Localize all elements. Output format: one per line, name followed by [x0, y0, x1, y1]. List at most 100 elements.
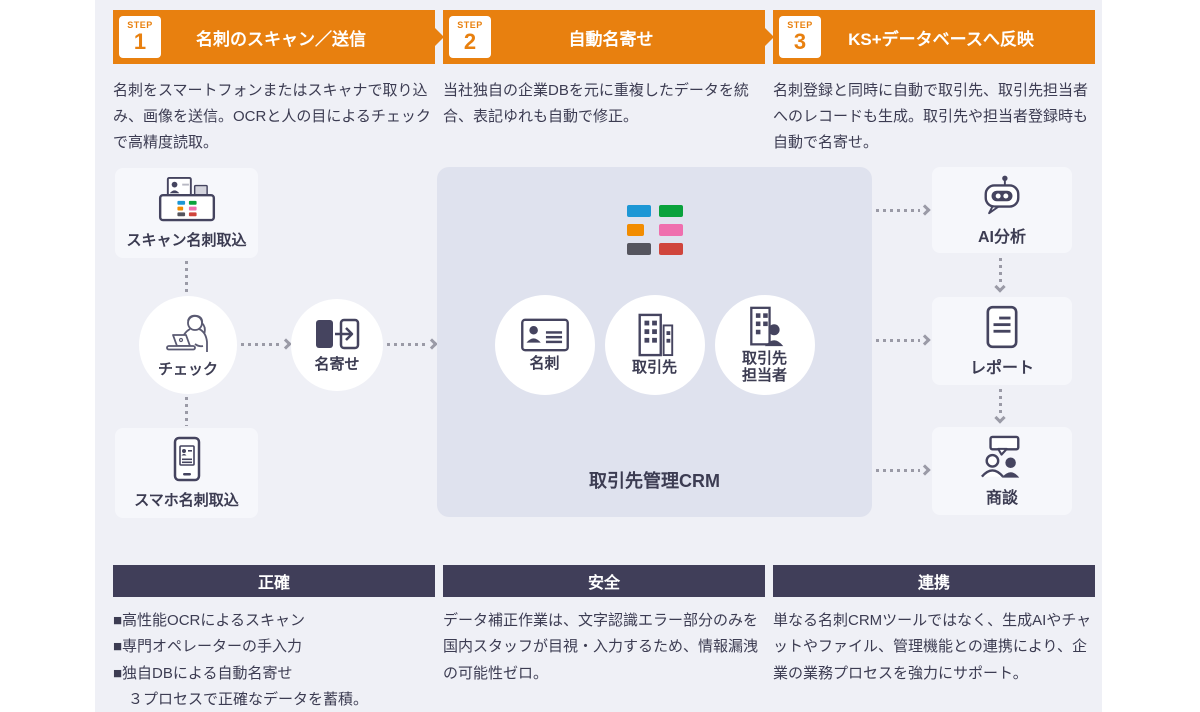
merge-icon: [316, 318, 360, 349]
step-badge-number: 1: [133, 29, 147, 54]
arrow-crm-to-ai: [876, 204, 931, 217]
logo-block-pink: [658, 224, 683, 236]
logo-block-green: [658, 205, 683, 217]
dashed-line: [876, 339, 920, 342]
logo-block-gray: [626, 243, 651, 255]
arrowhead-right-icon: [919, 204, 931, 216]
feature-accuracy: 正確 ■高性能OCRによるスキャン ■専門オペレーターの手入力 ■独自DBによる…: [113, 565, 435, 712]
dashed-line: [876, 209, 920, 212]
output-meeting: 商談: [932, 427, 1072, 515]
merge-label: 名寄せ: [314, 355, 360, 373]
output-label: 商談: [985, 489, 1018, 507]
entity-label: 名刺: [529, 355, 560, 373]
arrow-report-to-meeting: [994, 389, 1007, 424]
feature-bullet: ■独自DBによる自動名寄せ: [113, 664, 293, 682]
feature-integration: 連携 単なる名刺CRMツールではなく、生成AIやチャットやファイル、管理機能との…: [773, 565, 1095, 712]
check-label: チェック: [157, 360, 218, 378]
meeting-icon: [981, 435, 1020, 478]
report-icon: [986, 305, 1018, 348]
arrow-crm-to-report: [876, 334, 931, 347]
entity-account-contact: 取引先 担当者: [714, 295, 815, 395]
robot-icon: [984, 175, 1020, 214]
feature-integration-header: 連携: [773, 565, 1095, 597]
output-ai-analysis: AI分析: [932, 167, 1072, 253]
dashed-line: [876, 469, 920, 472]
feature-safety-header: 安全: [443, 565, 765, 597]
logo-block-red: [658, 243, 683, 255]
business-card-icon: [520, 318, 569, 352]
connector-scan-to-check: [185, 261, 188, 293]
scan-intake-card: スキャン名刺取込: [115, 168, 258, 258]
step-badge-word: STEP: [127, 20, 153, 30]
entity-label: 取引先 担当者: [741, 349, 787, 384]
crm-entity-circles: 名刺: [437, 295, 872, 395]
arrow-ai-to-report: [994, 258, 1007, 293]
dashed-line: [999, 258, 1002, 282]
logo-block-orange: [626, 224, 644, 236]
logo-right-column: [658, 205, 683, 255]
step-2-title: 自動名寄せ: [568, 29, 654, 49]
arrowhead-down-icon: [994, 412, 1006, 424]
arrowhead-down-icon: [994, 281, 1006, 293]
entity-label: 取引先: [631, 359, 677, 377]
entity-account: 取引先: [604, 295, 705, 395]
arrowhead-right-icon: [919, 464, 931, 476]
step-2-description: 当社独自の企業DBを元に重複したデータを統合、表記ゆれも自動で修正。: [443, 82, 749, 125]
feature-bullet: ■高性能OCRによるスキャン: [113, 612, 305, 629]
output-label: AI分析: [977, 228, 1026, 246]
content-panel: STEP 1 名刺のスキャン／送信 名刺をスマートフォンまたはスキャナで取り込み…: [95, 0, 1102, 712]
feature-bullet: ■専門オペレーターの手入力: [113, 638, 303, 656]
feature-integration-body: 単なる名刺CRMツールではなく、生成AIやチャットやファイル、管理機能との連携に…: [773, 612, 1092, 682]
output-label: レポート: [969, 359, 1034, 377]
step-badge-number: 3: [793, 29, 807, 54]
step-1-header: STEP 1 名刺のスキャン／送信: [113, 10, 444, 64]
merge-circle: 名寄せ: [291, 299, 383, 391]
flow-diagram: スキャン名刺取込 チェック: [95, 0, 1102, 712]
step-badge-word: STEP: [457, 20, 483, 30]
arrow-merge-to-crm: [387, 338, 438, 351]
logo-left-column: [626, 205, 651, 255]
building-person-icon: [749, 306, 783, 346]
crm-title: 取引先管理CRM: [589, 471, 720, 491]
connector-check-to-phone: [185, 397, 188, 426]
step-column-2: STEP 2 自動名寄せ 当社独自の企業DBを元に重複したデータを統合、表記ゆれ…: [443, 10, 774, 155]
feature-accuracy-header: 正確: [113, 565, 435, 597]
crm-panel: 名刺: [437, 167, 872, 517]
step-column-1: STEP 1 名刺のスキャン／送信 名刺をスマートフォンまたはスキャナで取り込み…: [113, 10, 444, 155]
ks-logo: [626, 205, 683, 255]
step-3-description: 名刺登録と同時に自動で取引先、取引先担当者へのレコードも生成。取引先や担当者登録…: [773, 82, 1089, 151]
building-icon: [638, 313, 673, 357]
step-badge-number: 2: [463, 29, 477, 54]
arrowhead-right-icon: [919, 334, 931, 346]
arrow-check-to-merge: [241, 338, 292, 351]
step-3-title: KS+データベースへ反映: [848, 29, 1034, 49]
arrowhead-right-icon: [280, 338, 292, 350]
feature-safety: 安全 データ補正作業は、文字認識エラー部分のみを国内スタッフが目視・入力するため…: [443, 565, 765, 712]
step-1-description: 名刺をスマートフォンまたはスキャナで取り込み、画像を送信。OCRと人の目によるチ…: [113, 82, 431, 151]
feature-note: ３プロセスで正確なデータを蓄積。: [128, 690, 369, 708]
step-3-header: STEP 3 KS+データベースへ反映: [773, 10, 1095, 64]
step-2-badge: STEP 2: [449, 16, 491, 58]
output-report: レポート: [932, 297, 1072, 385]
steps-row: STEP 1 名刺のスキャン／送信 名刺をスマートフォンまたはスキャナで取り込み…: [113, 10, 1095, 155]
step-column-3: STEP 3 KS+データベースへ反映 名刺登録と同時に自動で取引先、取引先担当…: [773, 10, 1095, 155]
entity-business-card: 名刺: [494, 295, 595, 395]
step-1-badge: STEP 1: [119, 16, 161, 58]
smartphone-intake-label: スマホ名刺取込: [134, 492, 239, 509]
logo-block-blue: [626, 205, 651, 217]
scan-intake-label: スキャン名刺取込: [126, 232, 247, 249]
features-row: 正確 ■高性能OCRによるスキャン ■専門オペレーターの手入力 ■独自DBによる…: [113, 565, 1095, 712]
dashed-line: [387, 343, 427, 346]
step-badge-word: STEP: [787, 20, 813, 30]
step-3-badge: STEP 3: [779, 16, 821, 58]
arrow-crm-to-meeting: [876, 464, 931, 477]
feature-safety-body: データ補正作業は、文字認識エラー部分のみを国内スタッフが目視・入力するため、情報…: [443, 612, 759, 682]
operator-check-icon: [166, 314, 208, 352]
step-1-title: 名刺のスキャン／送信: [196, 29, 366, 49]
dashed-line: [241, 343, 281, 346]
arrowhead-right-icon: [426, 338, 438, 350]
smartphone-icon: [173, 436, 200, 482]
dashed-line: [999, 389, 1002, 413]
scanner-icon: [158, 176, 215, 222]
